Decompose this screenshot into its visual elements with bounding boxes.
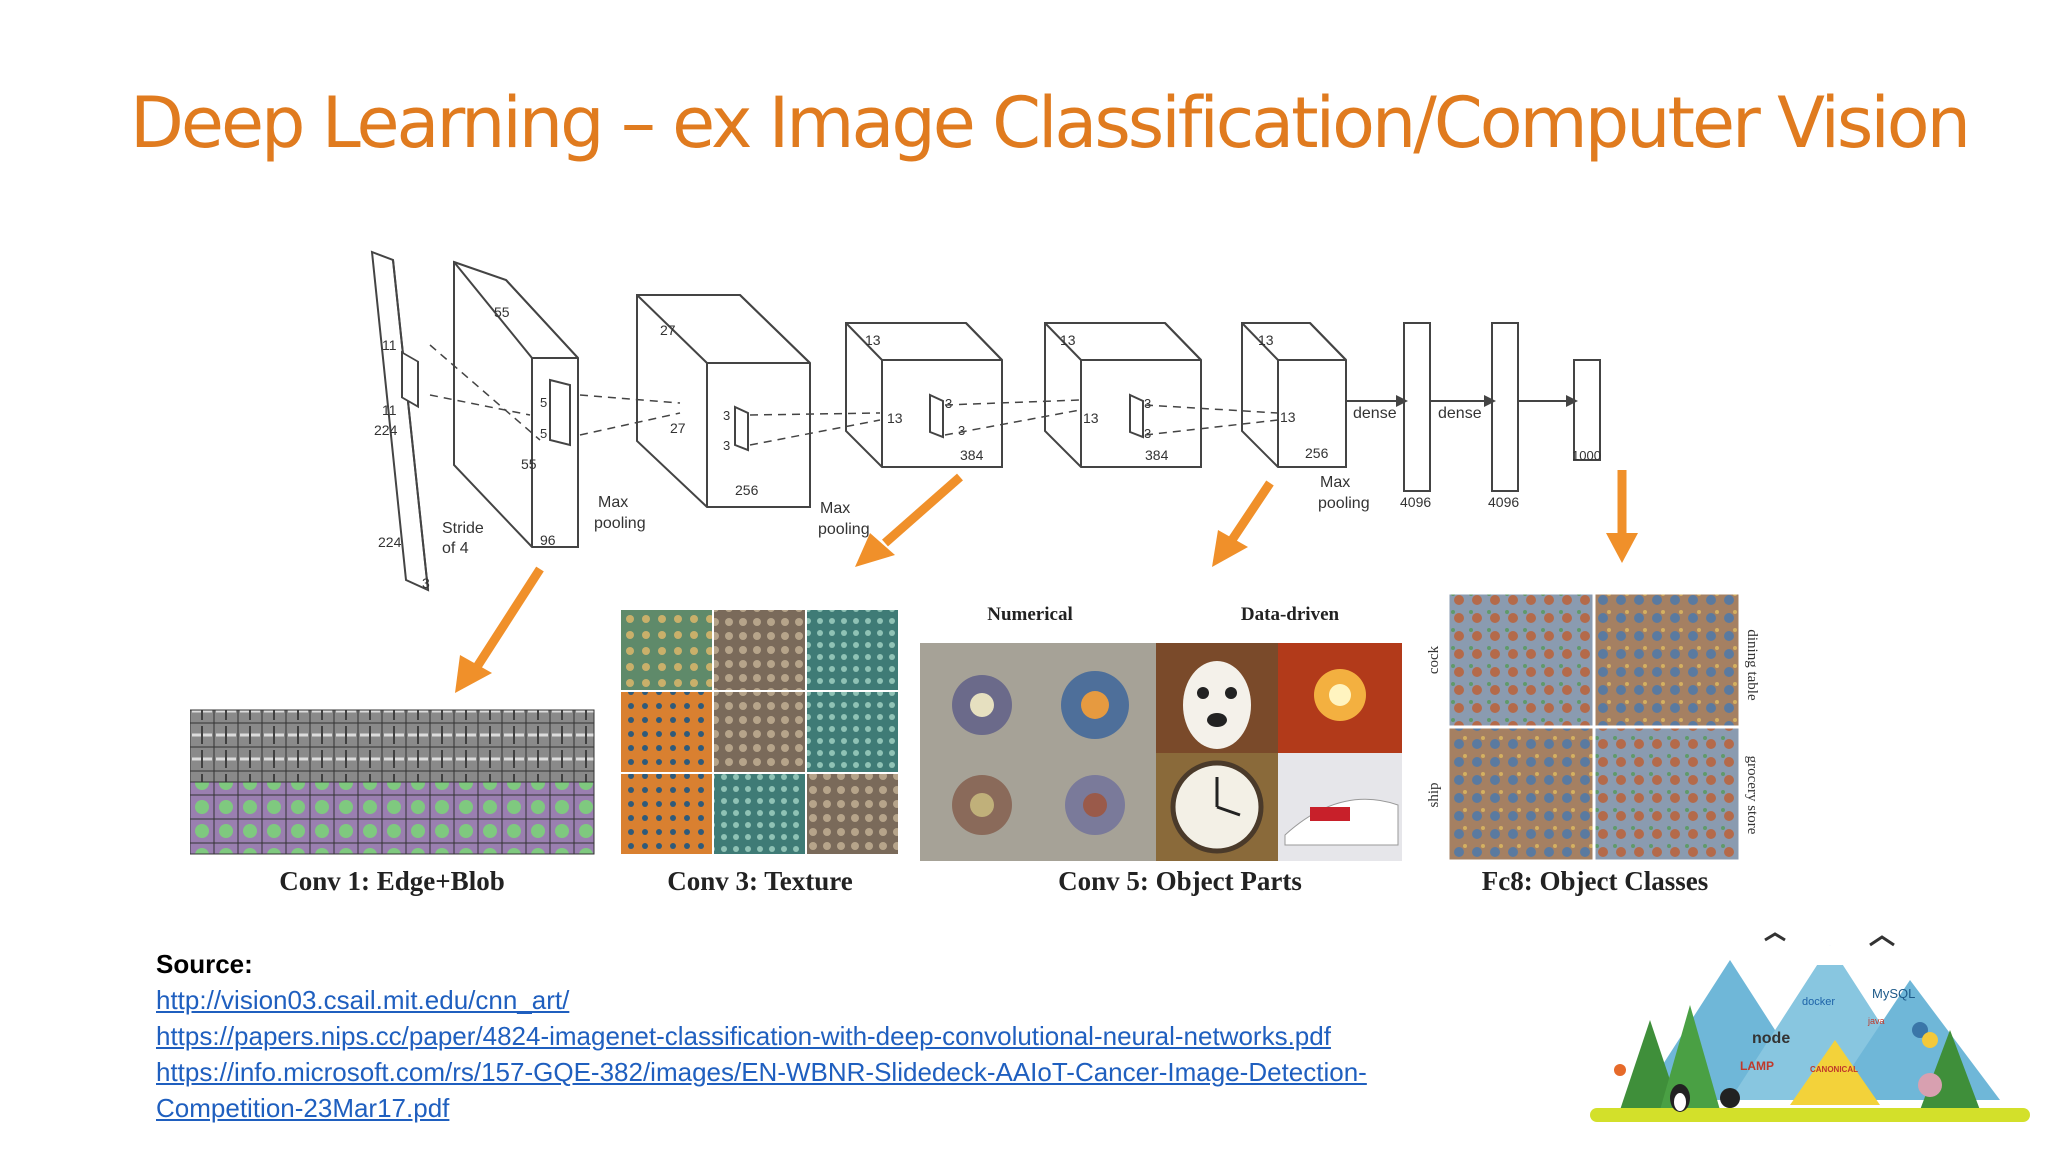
dim-k2b: 5 [540,426,547,441]
conv5-data-driven-panel [1156,643,1402,861]
tree-2 [1660,1005,1720,1110]
lamp-logo-text: LAMP [1740,1059,1774,1073]
dim-c4-h: 13 [1083,410,1099,426]
mountain-logo-illustration: node docker MySQL java LAMP CANONICAL [1590,932,2030,1122]
label-ship: ship [1426,782,1442,807]
dim-c4-w: 13 [1060,332,1076,348]
cnn-diagram: 11 11 224 224 3 55 55 96 5 5 Stride of 4… [190,250,1760,896]
dim-fc1: 4096 [1400,494,1431,510]
source-link-3[interactable]: https://info.microsoft.com/rs/157-GQE-38… [156,1057,1367,1087]
label-pool1b: pooling [594,515,646,532]
dim-k3a: 3 [723,408,730,423]
label-cock: cock [1426,645,1442,674]
dim-c5-w: 13 [1258,332,1274,348]
dim-input-w: 224 [374,422,398,438]
fc8-panel [1446,591,1742,863]
dim-fc2: 4096 [1488,494,1519,510]
ground [1590,1108,2030,1122]
dim-k3b: 3 [723,438,730,453]
dim-c2-w: 27 [660,322,676,338]
source-link-3-cont[interactable]: Competition-23Mar17.pdf [156,1093,450,1123]
dim-c4-d: 384 [1145,447,1169,463]
dim-c1-h: 55 [521,456,537,472]
dim-c3-h: 13 [887,410,903,426]
dense-layers [1403,322,1601,492]
label-grocery-store: grocery store [1744,756,1760,835]
label-pool2b: pooling [818,521,870,538]
caption-conv5: Conv 5: Object Parts [1058,866,1302,896]
conv2-box [636,294,811,508]
source-label: Source: [156,949,253,979]
dim-c2-h: 27 [670,420,686,436]
label-dining-table: dining table [1744,629,1760,701]
docker-logo-text: docker [1802,996,1835,1008]
bird-icon-2 [1869,935,1895,947]
conv4-box [1044,322,1202,468]
java-logo-text: java [1867,1016,1885,1026]
cnn-architecture-figure: 11 11 224 224 3 55 55 96 5 5 Stride of 4… [190,195,1810,925]
tree-1 [1620,1020,1680,1110]
conv1-box [453,260,579,548]
dim-k4a: 3 [945,396,952,411]
source-block: Source: http://vision03.csail.mit.edu/cn… [156,946,1367,1126]
python-icon [1912,1022,1928,1038]
conv5-numerical-panel [920,643,1156,861]
dim-c3-d: 384 [960,447,984,463]
dim-c1-w: 55 [494,304,510,320]
dim-c5-h: 13 [1280,409,1296,425]
dim-c1-d: 96 [540,532,556,548]
bird-icon [1764,932,1786,942]
source-link-2[interactable]: https://papers.nips.cc/paper/4824-imagen… [156,1021,1331,1051]
conv1-panel [190,709,595,855]
dim-k4b: 3 [958,423,965,438]
caption-conv1: Conv 1: Edge+Blob [279,866,504,896]
label-numerical: Numerical [987,604,1072,625]
orange-arrows [455,470,1638,693]
dim-k2a: 5 [540,395,547,410]
label-pool2: Max [820,500,850,517]
dim-k5a: 3 [1144,396,1151,411]
dim-fc3: 1000 [1572,448,1601,463]
canonical-logo-text: CANONICAL [1810,1065,1858,1074]
source-link-1[interactable]: http://vision03.csail.mit.edu/cnn_art/ [156,985,570,1015]
dim-k5b: 3 [1144,426,1151,441]
label-pool3b: pooling [1318,495,1370,512]
tech-stack-badge: node docker MySQL java LAMP CANONICAL [1580,920,2030,1145]
caption-fc8: Fc8: Object Classes [1482,866,1708,896]
caption-conv3: Conv 3: Texture [667,866,853,896]
github-icon [1720,1088,1740,1108]
dim-c2-d: 256 [735,482,759,498]
label-stride-2: of 4 [442,540,469,557]
dim-c3-w: 13 [865,332,881,348]
dim-input-h: 224 [378,534,402,550]
ubuntu-icon [1614,1064,1626,1076]
label-dense-1: dense [1353,405,1397,422]
conv3-panel [619,608,900,856]
tent-icon [1790,1040,1880,1105]
dim-c5-d: 256 [1305,445,1329,461]
node-logo-text: node [1752,1030,1790,1047]
slide-title: Deep Learning – ex Image Classification/… [130,82,1971,164]
label-stride: Stride [442,520,484,537]
hadoop-icon [1918,1073,1942,1097]
dim-k1b: 11 [382,402,397,418]
mysql-logo-text: MySQL [1872,986,1915,1001]
input-layer [370,250,430,592]
label-pool1: Max [598,494,628,511]
label-data-driven: Data-driven [1241,604,1340,625]
conv5-box [1241,322,1347,468]
label-pool3: Max [1320,474,1350,491]
label-dense-2: dense [1438,405,1482,422]
dim-k1a: 11 [382,337,397,353]
dim-input-d: 3 [422,575,430,591]
